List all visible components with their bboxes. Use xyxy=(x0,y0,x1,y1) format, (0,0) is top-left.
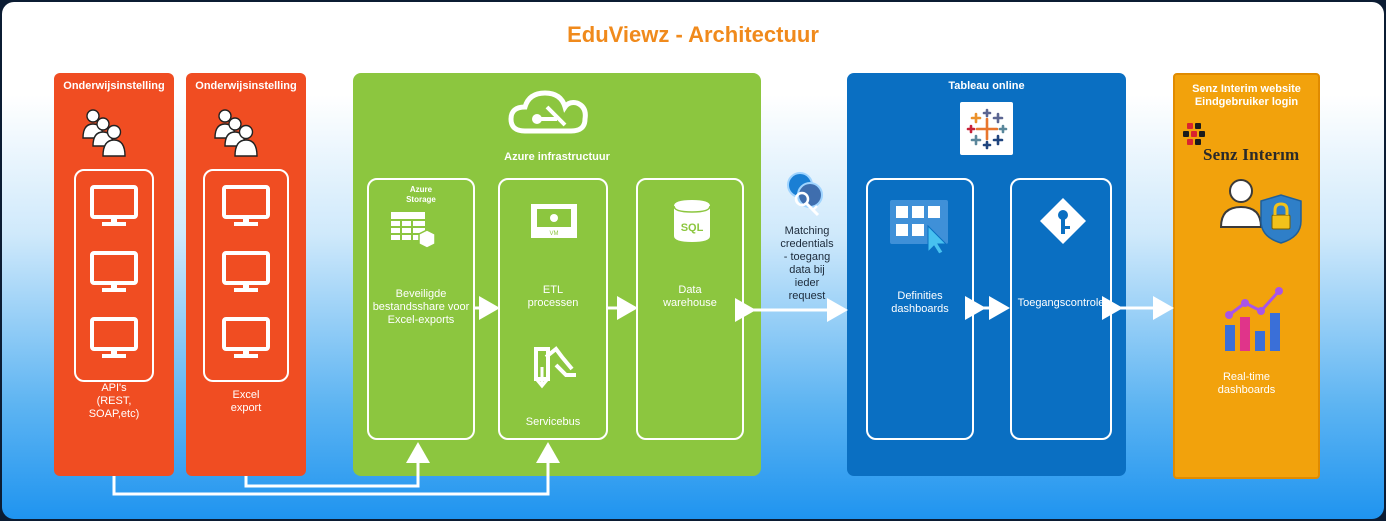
monitor-icon xyxy=(90,317,138,358)
diagram-title: EduViewz - Architectuur xyxy=(567,22,819,47)
users-icon xyxy=(214,109,258,157)
azure-cloud-icon xyxy=(508,90,588,134)
senz-logo-text: Senz Interım xyxy=(1203,145,1300,164)
onderwijs-api-systems xyxy=(74,169,154,382)
onderwijs-api-panel: Onderwijsinstelling API's (REST, SOAP,e xyxy=(54,73,174,476)
servicebus-icon xyxy=(534,346,576,389)
monitor-icon xyxy=(90,251,138,292)
senz-panel: Senz Interim website Eindgebruiker login… xyxy=(1173,73,1320,479)
api-to-etl-connector xyxy=(112,442,560,496)
onderwijs-excel-title: Onderwijsinstelling xyxy=(195,80,297,92)
azure-storage-label: Beveiligde bestandsshare voor Excel-expo… xyxy=(372,288,470,326)
azure-title: Azure infrastructuur xyxy=(504,151,610,163)
toegang-label: Toegangscontrole xyxy=(1017,297,1105,309)
definities-label: Definities dashboards xyxy=(891,290,949,315)
onderwijs-excel-systems xyxy=(203,169,289,382)
tableau-logo-tile xyxy=(960,102,1013,155)
tableau-title: Tableau online xyxy=(948,80,1025,92)
monitor-icon xyxy=(222,251,270,292)
senz-title: Senz Interim website Eindgebruiker login xyxy=(1192,83,1301,108)
matching-credentials-label: Matching credentials - toegang data bij … xyxy=(780,225,834,302)
storage-table-icon xyxy=(391,212,436,249)
monitor-icon xyxy=(222,185,270,226)
onderwijs-excel-label: Excel export xyxy=(230,389,262,414)
onderwijs-excel-panel: Onderwijsinstelling Excel export xyxy=(186,73,306,476)
users-icon xyxy=(82,109,126,157)
realtime-chart-icon xyxy=(1225,287,1283,351)
azure-panel: Azure infrastructuur Azure Storage Bevei… xyxy=(353,73,761,476)
onderwijs-api-label: API's (REST, SOAP,etc) xyxy=(88,382,140,420)
azure-storage-box: Azure Storage Beveiligde bestandsshare v… xyxy=(367,178,475,440)
azure-storage-badge: Azure Storage xyxy=(406,185,436,204)
definities-box: Definities dashboards xyxy=(866,178,974,440)
senz-logo-icon xyxy=(1183,123,1205,145)
sql-badge: SQL xyxy=(681,222,704,234)
senz-dashboards-label: Real-time dashboards xyxy=(1217,371,1276,396)
onderwijs-api-title: Onderwijsinstelling xyxy=(63,80,165,92)
access-key-icon xyxy=(1040,198,1086,244)
etl-label: ETL processen xyxy=(527,284,579,309)
vm-badge: VM xyxy=(550,231,559,237)
secure-user-icon xyxy=(1219,179,1302,244)
tableau-panel: Tableau online xyxy=(847,73,1126,476)
dashboard-grid-icon xyxy=(890,200,948,255)
monitor-icon xyxy=(222,317,270,358)
servicebus-label: Servicebus xyxy=(525,416,581,428)
sql-database-icon: SQL xyxy=(673,200,711,242)
credential-key-icon xyxy=(787,172,823,217)
excel-to-storage-connector xyxy=(244,442,430,488)
datawarehouse-label: Data warehouse xyxy=(663,284,717,309)
vm-icon: VM xyxy=(531,204,577,238)
tableau-logo-icon xyxy=(966,108,1008,150)
monitor-icon xyxy=(90,185,138,226)
